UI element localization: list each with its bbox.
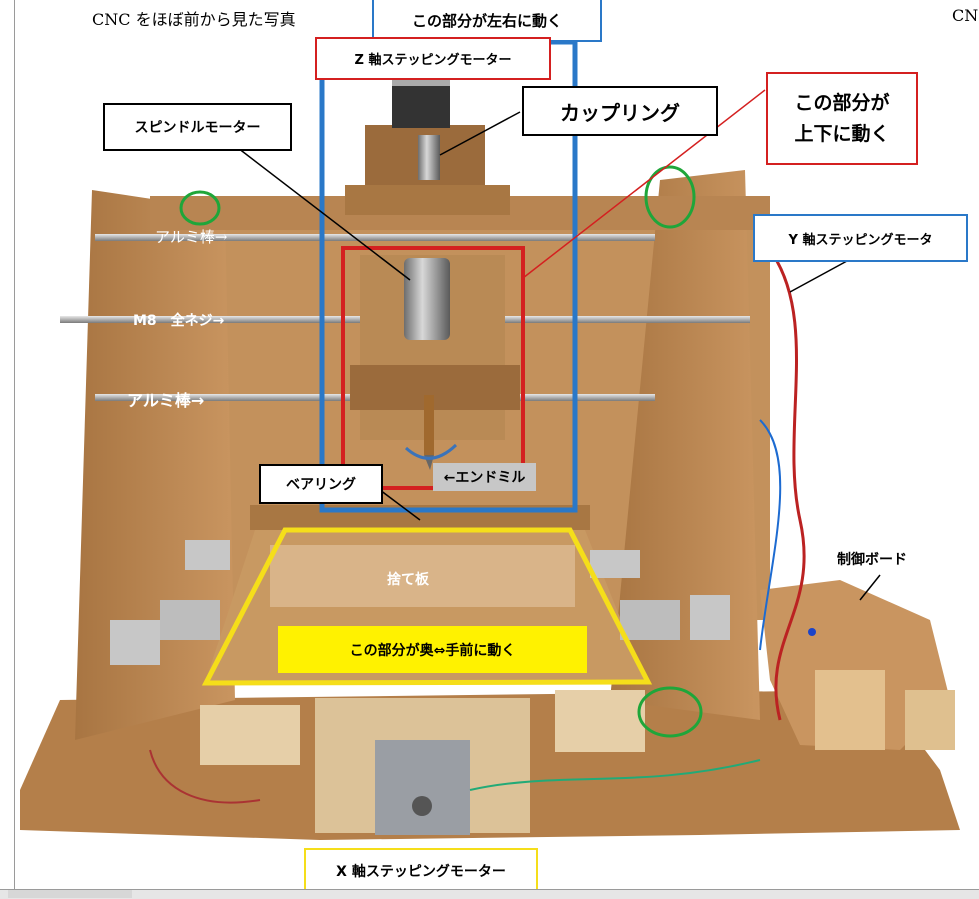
label-moves-up-down-line1: この部分が	[794, 92, 890, 115]
label-moves-back-forth: この部分が奥⇔手前に動く	[278, 626, 587, 673]
green-marker-left	[179, 190, 221, 226]
control-board-case	[760, 580, 950, 750]
yellow-frame	[201, 527, 653, 686]
wire-right-2	[759, 419, 782, 651]
label-spindle-motor: スピンドルモーター	[103, 103, 292, 151]
bracket-left-3	[110, 620, 160, 665]
page-left-edge	[14, 0, 15, 898]
bracket-right-2	[620, 600, 680, 640]
spindle-leader	[237, 147, 411, 281]
coupling-part	[418, 135, 440, 180]
right-side-panel	[610, 170, 760, 720]
sacrificial-board-part	[270, 545, 575, 607]
control-button	[808, 628, 816, 636]
control-leader	[859, 574, 881, 601]
label-end-mill: ←エンドミル	[433, 463, 536, 491]
header-caption-right: CN	[952, 6, 979, 25]
label-control-board: 制御ボード	[837, 552, 907, 568]
bracket-right-3	[690, 595, 730, 640]
label-alu-rod-top: アルミ棒→	[155, 228, 228, 246]
bearing-leader	[379, 489, 421, 521]
z-motor-body	[392, 80, 450, 128]
label-moves-up-down: この部分が 上下に動く	[766, 72, 918, 165]
spindle-motor-body	[404, 258, 450, 340]
scrollbar-thumb[interactable]	[8, 890, 132, 898]
control-board-front	[815, 670, 885, 750]
front-block-right	[555, 690, 645, 752]
x-motor-body	[375, 740, 470, 835]
rotation-arrow	[404, 443, 458, 460]
control-board-right	[905, 690, 955, 750]
label-z-motor: Z 軸ステッピングモーター	[315, 37, 551, 80]
label-moves-left-right: この部分が左右に動く	[372, 0, 602, 42]
label-moves-up-down-line2: 上下に動く	[794, 122, 890, 145]
wire-right	[768, 249, 806, 721]
wire-left	[149, 749, 261, 804]
label-bearing: ベアリング	[259, 464, 383, 504]
alu-rod-top	[95, 234, 655, 241]
label-x-motor: X 軸ステッピングモーター	[304, 848, 538, 894]
label-alu-rod-mid: アルミ棒→	[127, 391, 205, 410]
label-y-motor: Y 軸ステッピングモータ	[753, 214, 968, 262]
z-motor-cap	[392, 76, 450, 86]
bracket-right-1	[590, 550, 640, 578]
front-block-left	[200, 705, 300, 765]
z-carriage-body	[345, 185, 510, 215]
horizontal-scrollbar[interactable]	[0, 889, 979, 899]
wire-bottom	[469, 759, 761, 791]
header-caption: CNC をほぼ前から見た写真	[92, 10, 296, 29]
label-sacrificial-board: 捨て板	[387, 572, 429, 588]
coupling-leader	[439, 111, 521, 156]
green-marker-bottom	[637, 686, 703, 738]
updown-leader	[522, 89, 766, 279]
z-carriage-lower	[350, 365, 520, 410]
bracket-left-2	[160, 600, 220, 640]
label-m8-screw: M8 全ネジ→	[133, 313, 225, 329]
x-motor-shaft	[412, 796, 432, 816]
green-marker-right	[644, 165, 696, 229]
bracket-left-1	[185, 540, 230, 570]
spindle-shaft	[424, 395, 434, 455]
label-coupling: カップリング	[522, 86, 718, 136]
